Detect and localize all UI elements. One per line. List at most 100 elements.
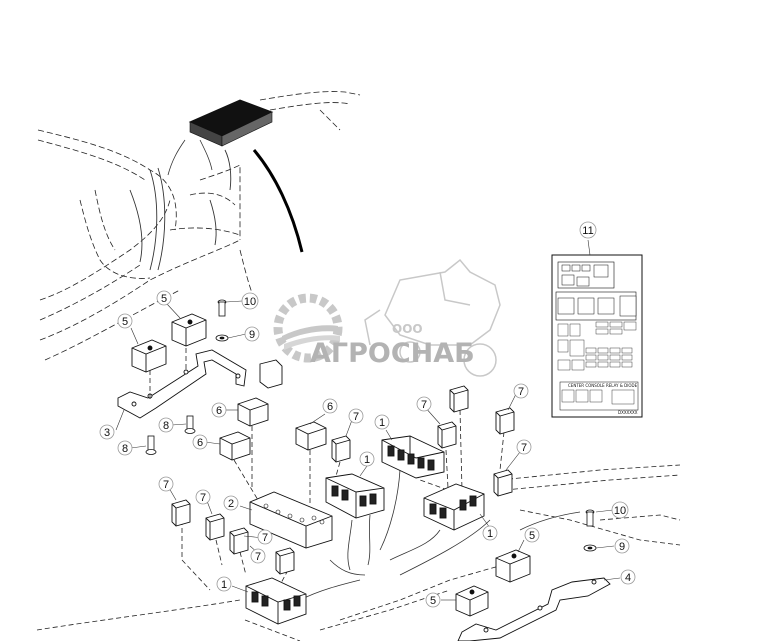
svg-text:3: 3: [104, 427, 110, 439]
fuse-block-1-top: [381, 435, 445, 479]
relay-6c: [295, 421, 327, 451]
svg-text:7: 7: [521, 442, 527, 454]
decal-title: CENTER CONSOLE RELAY & DIODE: [568, 383, 638, 388]
callout-6: 6: [211, 402, 227, 418]
callout-7: 7: [516, 439, 532, 455]
svg-text:7: 7: [353, 411, 359, 423]
relay-7g: [205, 513, 225, 541]
watermark-name: АГРОСНАБ: [310, 338, 475, 369]
callout-5: 5: [156, 290, 172, 306]
relay-7b: [437, 421, 457, 449]
relay-6b: [219, 431, 251, 461]
callout-11: 11: [579, 221, 597, 239]
svg-text:7: 7: [262, 532, 268, 544]
svg-text:5: 5: [161, 293, 167, 305]
svg-text:7: 7: [255, 551, 261, 563]
relay-5a: [131, 339, 167, 373]
svg-text:8: 8: [122, 443, 128, 455]
svg-text:8: 8: [163, 420, 169, 432]
callout-7: 7: [416, 396, 432, 412]
callout-7: 7: [257, 529, 273, 545]
callout-7: 7: [250, 548, 266, 564]
svg-text:6: 6: [327, 401, 333, 413]
relay-7e: [493, 469, 513, 497]
svg-text:5: 5: [430, 595, 436, 607]
fasteners: [145, 299, 597, 552]
fuse-block-1-right: [423, 483, 485, 531]
pin-10a: [217, 299, 227, 317]
svg-text:1: 1: [221, 579, 227, 591]
callout-7: 7: [158, 476, 174, 492]
callout-4: 4: [620, 569, 636, 585]
callout-10: 10: [611, 501, 629, 519]
agrosnab-watermark: ООО АГРОСНАБ: [273, 258, 501, 377]
svg-text:7: 7: [163, 479, 169, 491]
callout-8: 8: [158, 417, 174, 433]
callout-3: 3: [99, 424, 115, 440]
svg-text:1: 1: [487, 528, 493, 540]
svg-text:4: 4: [625, 572, 631, 584]
bracket-left: [117, 349, 247, 419]
harvester-icon: [364, 258, 501, 377]
pin-10b: [585, 509, 595, 527]
decal-label: CENTER CONSOLE RELAY & DIODE DXXXXXX: [551, 254, 643, 418]
watermark-prefix: ООО: [392, 322, 423, 336]
wiring-solid: [299, 469, 581, 601]
callout-9: 9: [614, 538, 630, 554]
svg-text:2: 2: [228, 498, 234, 510]
fuse-block-1-bottom: [245, 577, 307, 625]
relay-7c: [449, 385, 469, 413]
svg-text:11: 11: [582, 225, 593, 237]
gear-icon: [273, 293, 343, 363]
relay-7f: [171, 499, 191, 527]
svg-text:6: 6: [197, 437, 203, 449]
vehicle-frame-solid: [129, 149, 232, 271]
svg-text:7: 7: [200, 492, 206, 504]
relay-base: [249, 491, 333, 549]
relay-7h: [229, 527, 249, 555]
relay-7a: [331, 435, 351, 463]
callout-5: 5: [524, 527, 540, 543]
relay-5b: [171, 313, 207, 347]
svg-text:9: 9: [619, 541, 625, 553]
bracket-right: [457, 577, 611, 641]
washer-9b: [583, 544, 597, 552]
svg-text:10: 10: [614, 505, 626, 517]
relay-5c: [495, 549, 531, 583]
decal-part-number: DXXXXXX: [618, 410, 638, 415]
relay-7i: [275, 547, 295, 575]
svg-text:9: 9: [249, 329, 255, 341]
screw-8a: [145, 435, 157, 455]
svg-text:5: 5: [529, 530, 535, 542]
callout-8: 8: [117, 440, 133, 456]
screw-8b: [184, 415, 196, 434]
controller-module: [167, 99, 274, 176]
callout-1: 1: [216, 576, 232, 592]
callout-1: 1: [482, 525, 498, 541]
callouts: 11 1 1 1 1 2 3 4 5 5 5 5 6 6 6 7 7 7 7 7…: [99, 221, 636, 608]
mini-relays: [171, 359, 515, 575]
svg-text:6: 6: [216, 405, 222, 417]
washer-9a: [215, 334, 229, 342]
callout-10: 10: [241, 292, 259, 310]
svg-text:1: 1: [364, 454, 370, 466]
callout-1: 1: [374, 414, 390, 430]
wiring-harness: [36, 348, 681, 641]
callout-2: 2: [223, 495, 239, 511]
relay-7j: [259, 359, 283, 389]
leader-curve: [252, 149, 304, 253]
callout-1: 1: [359, 451, 375, 467]
svg-text:10: 10: [244, 296, 256, 308]
callout-7: 7: [195, 489, 211, 505]
relay-6a: [237, 397, 269, 427]
fuse-block-1-mid: [325, 473, 385, 519]
callout-9: 9: [244, 326, 260, 342]
callout-6: 6: [322, 398, 338, 414]
callout-5: 5: [117, 313, 133, 329]
callout-7: 7: [513, 383, 529, 399]
callout-7: 7: [348, 408, 364, 424]
svg-text:1: 1: [379, 417, 385, 429]
relay-5d: [455, 585, 489, 617]
svg-text:7: 7: [421, 399, 427, 411]
